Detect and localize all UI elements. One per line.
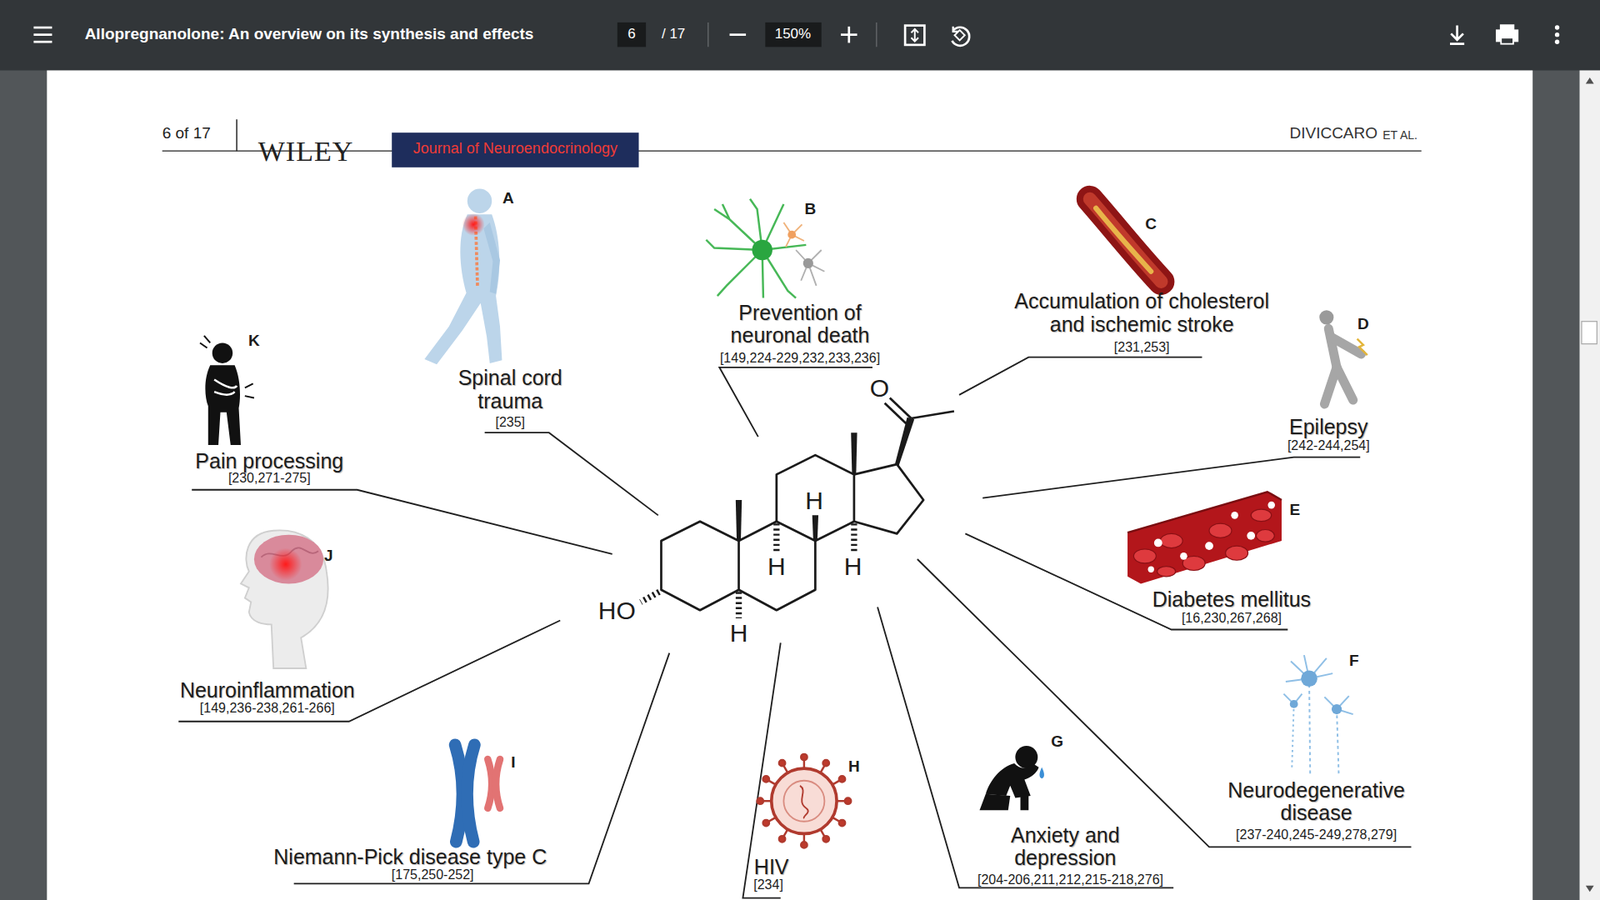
- atom-label: HO: [598, 596, 636, 625]
- page-number-box: [617, 22, 646, 47]
- panel-label: Neuroinflammation: [180, 679, 355, 703]
- scroll-thumb: [1581, 321, 1597, 345]
- reference-list: [175,250-252]: [391, 867, 475, 883]
- panel-letter: E: [1290, 501, 1301, 520]
- panel-letter: H: [848, 758, 860, 776]
- atom-label: H: [844, 552, 863, 580]
- reference-list: [16,230,267,268]: [1181, 610, 1282, 626]
- pain-person-illustration: [205, 342, 241, 445]
- neuron-body: [1290, 670, 1342, 715]
- panel-letter: J: [324, 547, 334, 565]
- journal-banner: [391, 132, 639, 168]
- virus-spike-knob: [839, 820, 845, 826]
- panel-label: Pain processing: [195, 450, 344, 474]
- journal-name: Journal of Neuroendocrinology: [413, 140, 618, 158]
- virus-illustration: [757, 754, 852, 849]
- panel-letter: A: [502, 190, 515, 208]
- virus-spike-knob: [823, 835, 830, 842]
- panel-label: Diabetes mellitus: [1152, 588, 1311, 612]
- neuron-illustration: [705, 199, 806, 299]
- neuron-body: [803, 258, 814, 269]
- pdf-page: [46, 70, 1533, 900]
- toolbar-divider: [875, 22, 877, 47]
- author-running-head: DIVICCARO: [1289, 125, 1378, 143]
- panel-label: HIV: [754, 855, 790, 880]
- chromosome-illustration: [455, 745, 500, 842]
- virus-spike-knob: [823, 760, 830, 766]
- neuron-illustration: [783, 222, 804, 247]
- reference-list: [235]: [495, 415, 525, 430]
- panel-letter: C: [1145, 215, 1157, 234]
- virus-spike-knob: [779, 835, 785, 842]
- atom-label: H: [805, 486, 824, 515]
- reference-list: [234]: [753, 877, 784, 893]
- atom-label: O: [870, 374, 890, 402]
- panel-label: Neurodegenerative disease: [1216, 779, 1417, 825]
- atom-label: H: [767, 552, 786, 580]
- tear-drop: [1039, 767, 1045, 779]
- toolbar-divider: [707, 22, 709, 47]
- neuron-body: [787, 230, 796, 240]
- reference-list: [237-240,245-249,278,279]: [1235, 827, 1397, 843]
- falling-person-illustration: [1324, 328, 1361, 405]
- panel-label: Spinal cord trauma: [447, 366, 573, 413]
- reference-list: [231,253]: [1114, 340, 1170, 355]
- leader-lines: [178, 357, 1411, 899]
- panel-letter: K: [248, 332, 260, 350]
- hashed-bonds: [640, 523, 855, 619]
- panel-label: Anxiety and depression: [998, 824, 1132, 870]
- blood-vessel-illustration: [1127, 491, 1282, 584]
- panel-letter: F: [1349, 652, 1360, 670]
- menu-dots: [1555, 25, 1560, 45]
- reference-list: [149,236-238,261-266]: [200, 700, 335, 716]
- atom-label: H: [730, 619, 749, 647]
- reference-list: [204-206,211,212,215-218,276]: [977, 872, 1164, 888]
- panel-label: Accumulation of cholesterol and ischemic…: [1004, 290, 1280, 336]
- panel-letter: G: [1050, 733, 1064, 751]
- virus-spike-knob: [800, 841, 807, 848]
- reference-list: [242-244,254]: [1287, 438, 1370, 454]
- human-figure-illustration: [424, 189, 502, 365]
- reference-list: [149,224-229,232,233,236]: [720, 350, 880, 366]
- viewer-title: Allopregnanolone: An overview on its syn…: [85, 25, 535, 44]
- artery-illustration: [1090, 199, 1162, 282]
- publisher-logo: WILEY: [258, 135, 355, 167]
- panel-letter: B: [804, 200, 816, 219]
- panel-letter: D: [1357, 315, 1370, 334]
- panel-label: Prevention of neuronal death: [720, 301, 880, 348]
- panel-label: Niemann-Pick disease type C: [273, 845, 547, 870]
- header-divider: [235, 119, 237, 151]
- zoom-level: 150%: [775, 26, 811, 43]
- pain-marks: [200, 335, 255, 399]
- page-number: 6: [627, 26, 635, 43]
- virus-spike-knob: [763, 775, 770, 782]
- scrollbar: [1580, 70, 1600, 900]
- seizure-mark: [1357, 339, 1368, 356]
- sitting-person-illustration: [980, 745, 1040, 810]
- virus-spike-knob: [757, 798, 764, 805]
- arm-outline: [214, 380, 237, 395]
- page-header: 6 of 17: [162, 125, 211, 143]
- virus-spike-knob: [839, 775, 845, 782]
- virus-spike-knob: [845, 798, 851, 805]
- panel-label: Epilepsy: [1289, 415, 1369, 440]
- virus-spike-knob: [800, 754, 807, 760]
- neurodegeneration-illustration: [1283, 655, 1353, 775]
- scroll-arrows: [1585, 77, 1595, 892]
- panel-letter: I: [510, 754, 515, 772]
- virus-spike-knob: [779, 760, 785, 766]
- reference-list: [230,271-275]: [228, 470, 311, 486]
- wedge-bonds: [735, 417, 915, 541]
- zoom-box: [765, 22, 821, 47]
- virus-spike-knob: [763, 820, 770, 826]
- steroid-skeleton: [660, 398, 954, 611]
- page-count: / 17: [661, 26, 685, 43]
- author-running-head: ET AL.: [1382, 129, 1418, 142]
- neuron-illustration: [795, 250, 825, 286]
- toolbar: [0, 0, 1600, 70]
- head-illustration: [240, 530, 329, 669]
- neuron-body: [751, 240, 772, 260]
- person-head: [1319, 310, 1334, 325]
